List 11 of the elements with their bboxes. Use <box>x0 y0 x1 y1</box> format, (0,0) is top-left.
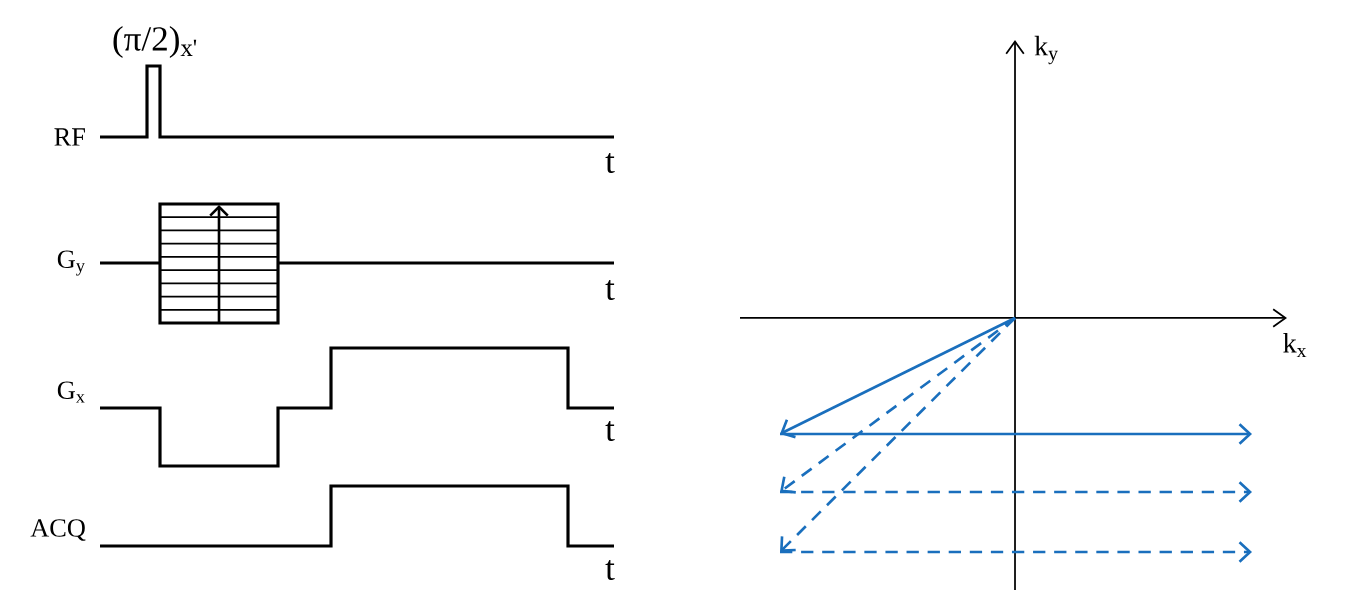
axis-label: k$_{y}$ <box>1034 35 1058 65</box>
axis-label: t <box>605 420 615 442</box>
axis-label: t <box>605 152 615 174</box>
axis-label: G$_{y}$ <box>57 250 85 276</box>
axis-label: RF <box>54 128 85 146</box>
axis-label: t <box>605 279 615 301</box>
axis-label: ACQ <box>30 519 86 541</box>
axis-label: t <box>605 559 615 581</box>
axis-label: G$_{x}$ <box>57 381 85 403</box>
axis-label: k$_{x}$ <box>1283 332 1307 357</box>
axis-label: (π/2)$_{x'}$ <box>113 26 197 58</box>
